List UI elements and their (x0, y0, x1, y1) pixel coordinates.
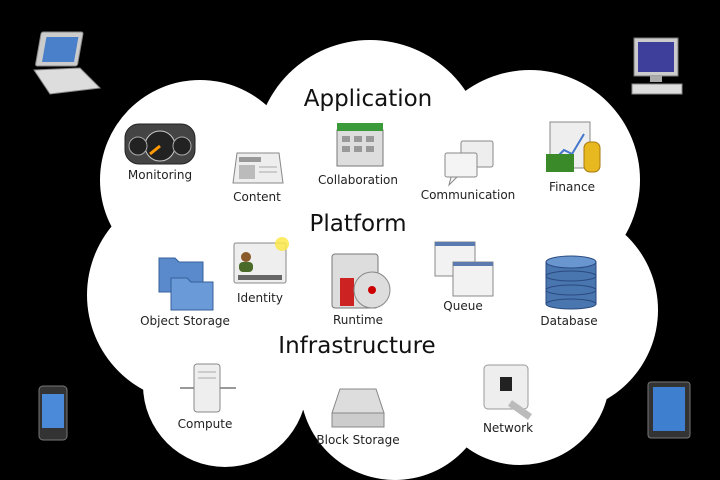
label-finance: Finance (549, 180, 595, 194)
desktop-icon (631, 37, 683, 95)
label-database: Database (540, 314, 598, 328)
runtime-disc-icon (331, 253, 391, 309)
label-object-storage: Object Storage (140, 314, 230, 328)
label-monitoring: Monitoring (127, 168, 193, 182)
label-communication: Communication (420, 188, 516, 202)
label-compute: Compute (177, 417, 233, 431)
id-card-icon (233, 237, 289, 284)
server-icon (180, 363, 236, 413)
layer-platform: Platform (309, 211, 407, 237)
label-block-storage: Block Storage (316, 433, 400, 447)
label-runtime: Runtime (332, 313, 384, 327)
chat-bubbles-icon (444, 140, 494, 187)
database-icon (545, 255, 597, 310)
phone-icon (38, 385, 68, 441)
dashboard-gauge-icon (124, 123, 196, 165)
network-port-icon (483, 364, 533, 420)
layer-infrastructure: Infrastructure (278, 333, 436, 359)
calendar-icon (336, 123, 384, 167)
label-identity: Identity (237, 291, 283, 305)
queue-windows-icon (434, 241, 494, 297)
label-queue: Queue (443, 299, 483, 313)
laptop-icon (33, 31, 102, 95)
finance-chart-icon (546, 121, 601, 173)
tablet-icon (647, 381, 691, 439)
label-network: Network (482, 421, 534, 435)
layer-application: Application (303, 86, 433, 112)
newspaper-icon (232, 152, 284, 184)
hard-drive-icon (331, 388, 385, 428)
label-content: Content (233, 190, 281, 204)
label-collaboration: Collaboration (318, 173, 398, 187)
folders-icon (158, 257, 214, 311)
